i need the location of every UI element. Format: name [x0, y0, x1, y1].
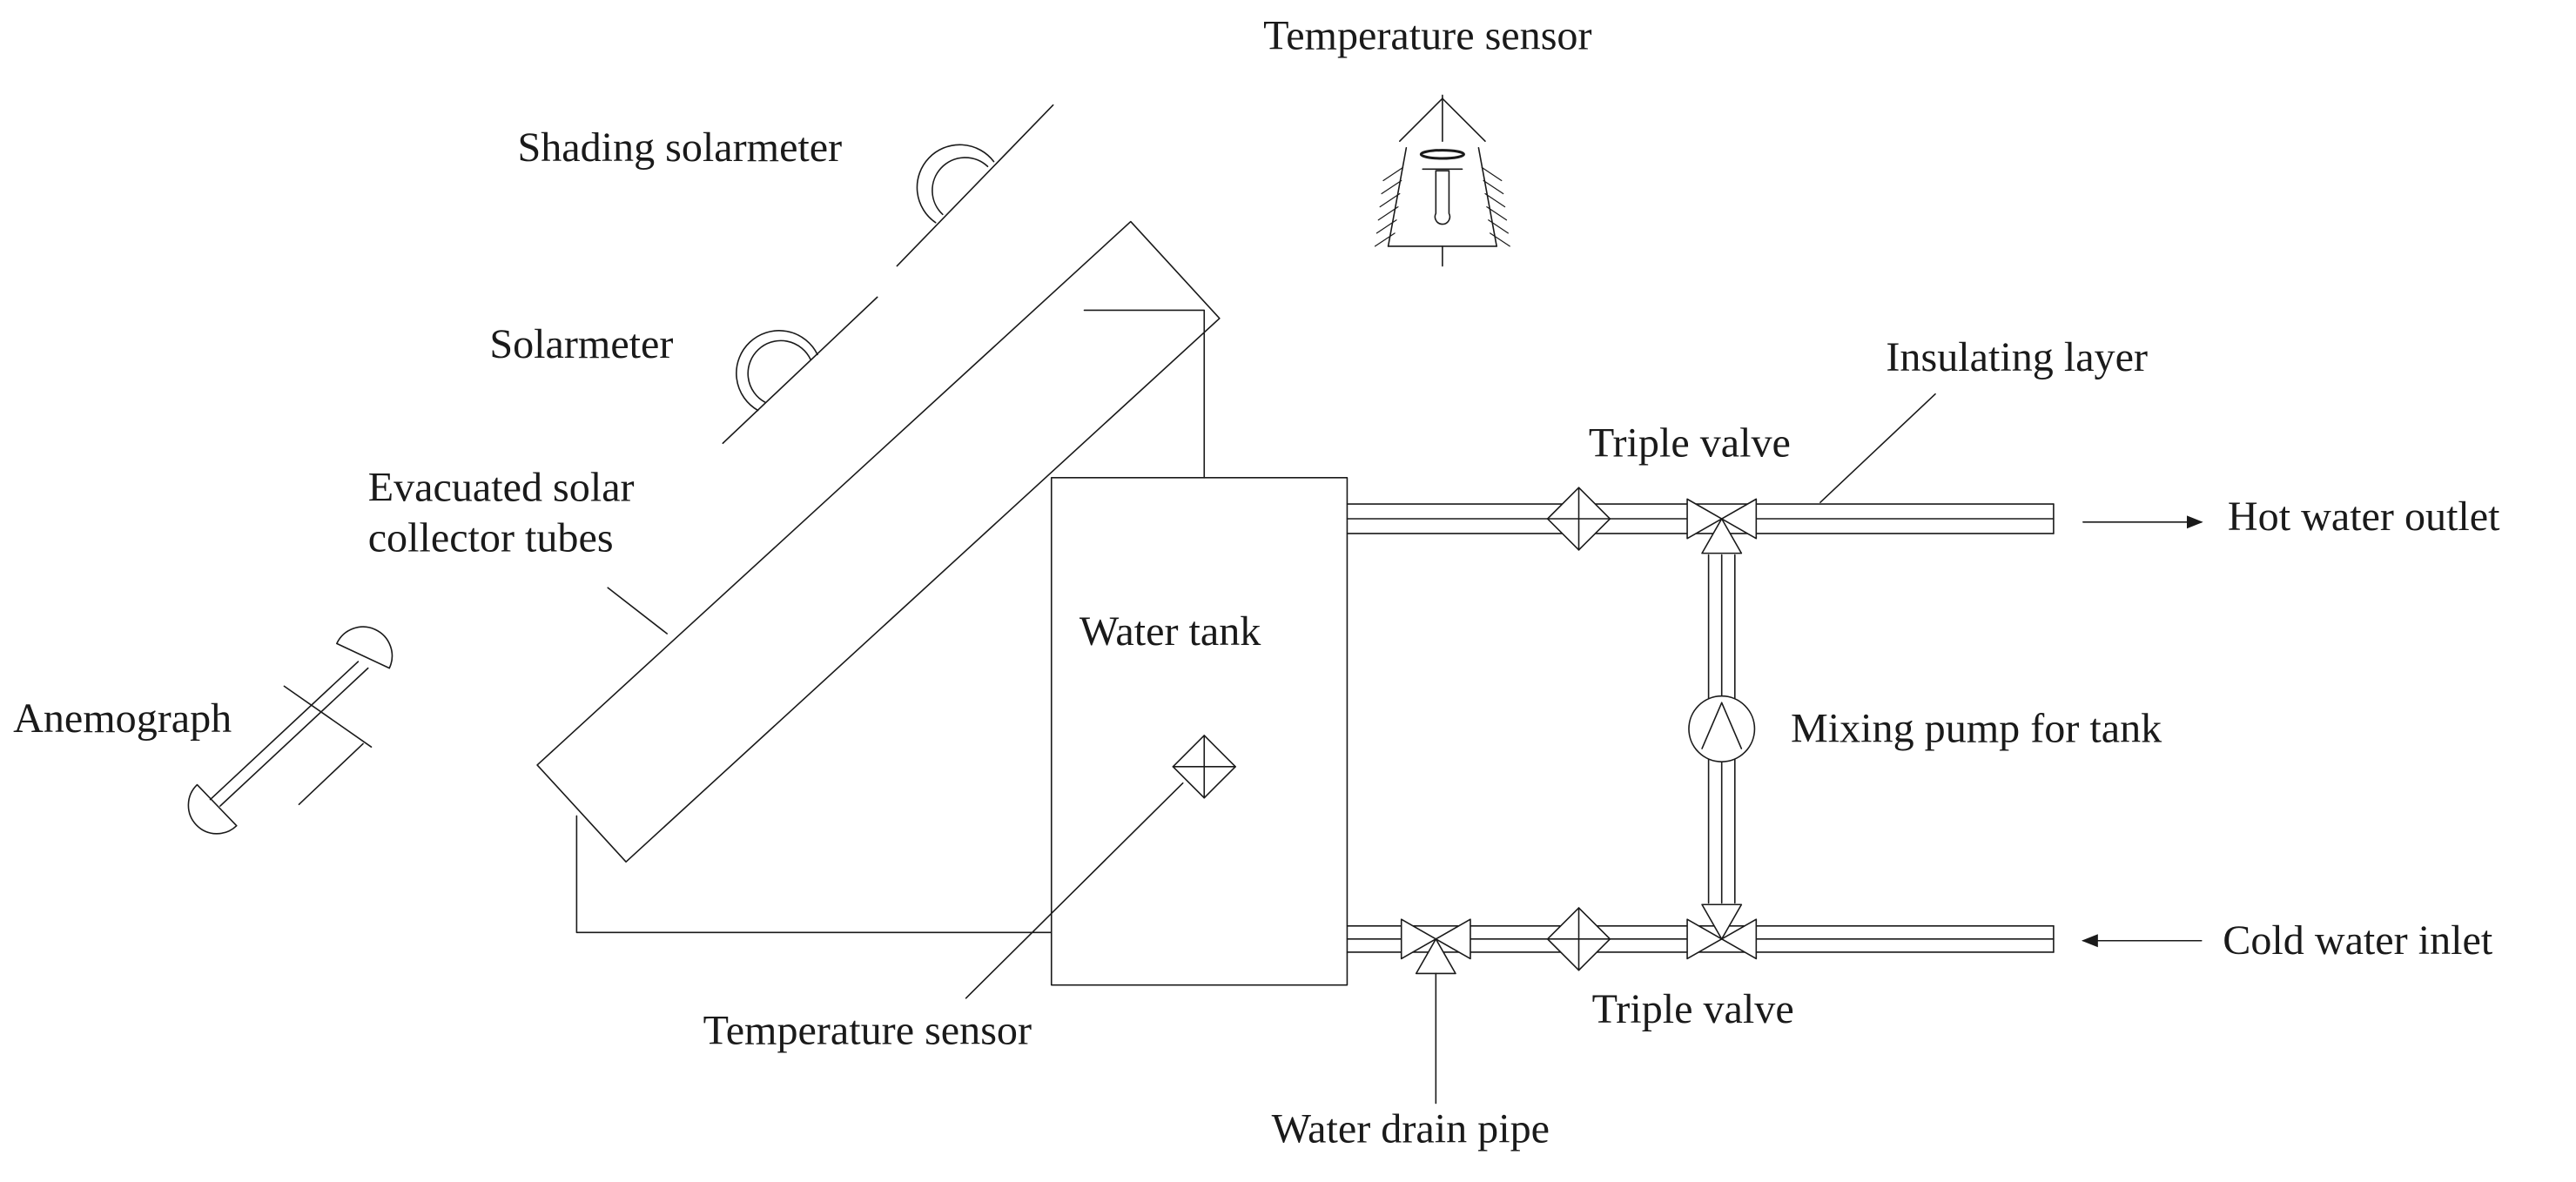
label-anemograph: Anemograph [13, 695, 232, 742]
label-collector-line2: collector tubes [368, 515, 614, 561]
label-water-drain-pipe: Water drain pipe [1272, 1106, 1550, 1152]
label-cold-water-inlet: Cold water inlet [2223, 917, 2493, 964]
label-hot-water-outlet: Hot water outlet [2228, 494, 2500, 540]
label-triple-valve-bottom: Triple valve [1592, 986, 1794, 1032]
shading-solarmeter [897, 105, 1053, 266]
solarmeter-dome [736, 331, 817, 411]
evacuated-collector-tubes [537, 222, 1220, 863]
shading-solarmeter-dome [917, 144, 993, 222]
ambient-temperature-sensor [1375, 95, 1510, 265]
shading-solarmeter-dome-inner [932, 158, 988, 214]
anemograph-cup-top [337, 627, 393, 668]
anemograph-cup-bottom [188, 785, 236, 834]
tank-temperature-sensor [1173, 735, 1235, 798]
anemograph [188, 627, 392, 834]
water-tank [1052, 478, 1348, 985]
drain-valve [1402, 919, 1470, 973]
solarmeter-dome-inner [748, 340, 810, 402]
label-mixing-pump: Mixing pump for tank [1791, 706, 2162, 752]
triple-valve-lower [1687, 904, 1756, 958]
anemograph-shaft [211, 662, 359, 799]
anemograph-shaft-side [220, 668, 368, 806]
shading-solarmeter-mount [897, 105, 1053, 266]
mixing-pump [1689, 696, 1754, 762]
tank-sensor-leader [966, 783, 1183, 998]
collector-supply-pipe [576, 816, 1051, 932]
label-collector-line1: Evacuated solar [368, 464, 635, 510]
label-shading-solarmeter: Shading solarmeter [517, 124, 842, 171]
label-insulating-layer: Insulating layer [1886, 334, 2148, 380]
triple-valve-upper [1687, 499, 1756, 553]
label-triple-valve-top: Triple valve [1589, 420, 1791, 466]
solarmeter-mount [723, 297, 877, 443]
anemograph-crossbar-bottom [299, 743, 363, 804]
anemograph-crossbar-top [284, 686, 371, 747]
cold-line-flow-sensor [1548, 908, 1611, 970]
label-temperature-sensor-top: Temperature sensor [1263, 13, 1591, 59]
collector-leader [608, 588, 667, 634]
collector-return-pipe [1084, 310, 1204, 477]
label-temperature-sensor-tank: Temperature sensor [703, 1008, 1032, 1054]
label-solarmeter: Solarmeter [489, 321, 673, 367]
hot-line-flow-sensor [1548, 487, 1611, 550]
label-water-tank: Water tank [1079, 608, 1261, 655]
solarmeter [723, 297, 877, 443]
insulating-layer-leader [1820, 394, 1935, 502]
